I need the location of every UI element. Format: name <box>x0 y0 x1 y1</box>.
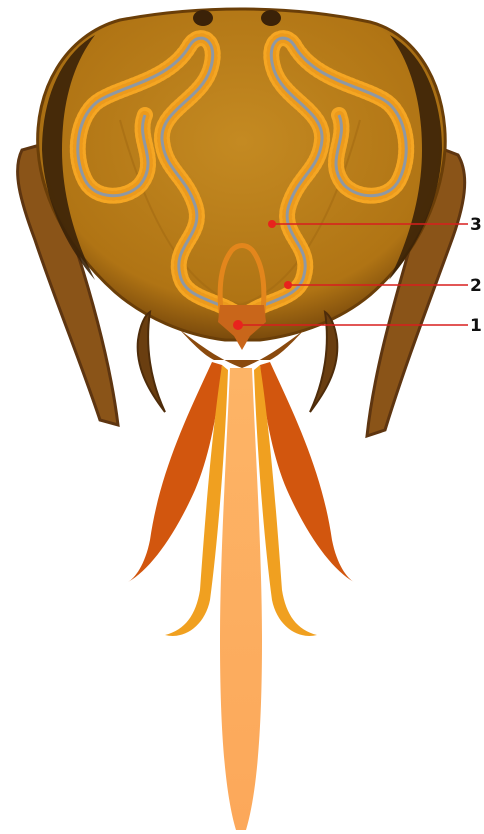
head-capsule <box>38 9 446 340</box>
callout-label-3: 3 <box>470 215 482 235</box>
left-ocellus <box>193 10 213 26</box>
right-ocellus <box>261 10 281 26</box>
callout-dot-3 <box>268 220 276 228</box>
callout-label-2: 2 <box>470 276 482 296</box>
glossa <box>220 368 262 830</box>
callout-dot-1 <box>233 320 243 330</box>
callout-label-1: 1 <box>470 316 482 336</box>
callout-dot-2 <box>284 281 292 289</box>
mandible-left <box>138 312 165 412</box>
